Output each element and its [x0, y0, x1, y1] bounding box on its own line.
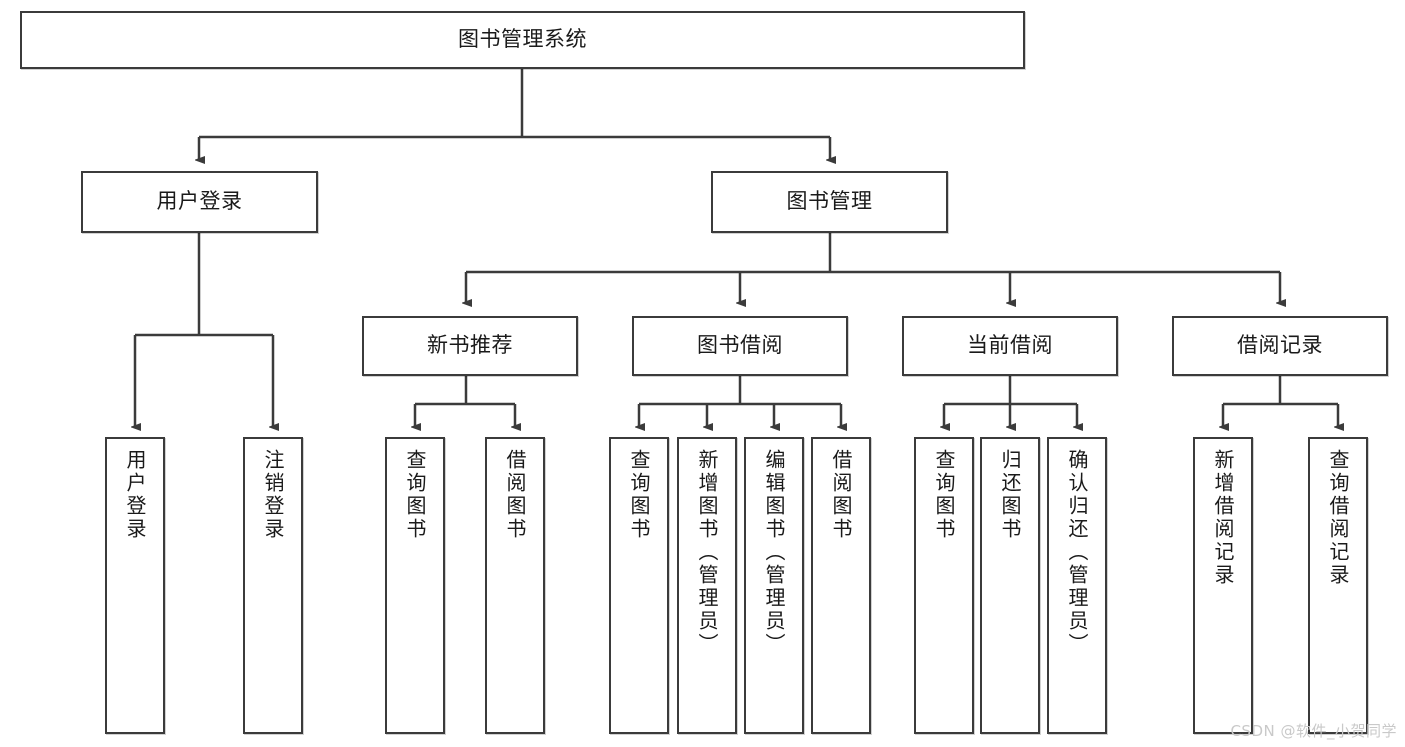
- node-book-management[interactable]: 图书管理: [711, 171, 948, 233]
- leaf-logout[interactable]: 注销登录: [243, 437, 303, 734]
- node-root-label: 图书管理系统: [458, 27, 587, 52]
- node-user-login[interactable]: 用户登录: [81, 171, 318, 233]
- node-root[interactable]: 图书管理系统: [20, 11, 1025, 69]
- leaf-user-login[interactable]: 用户登录: [105, 437, 165, 734]
- csdn-watermark: CSDN @软件_小贺同学: [1230, 722, 1397, 740]
- leaf-query-book-recommend[interactable]: 查询图书: [385, 437, 445, 734]
- leaf-borrow-book-recommend-label: 借阅图书: [503, 449, 527, 541]
- leaf-borrow-book-recommend[interactable]: 借阅图书: [485, 437, 545, 734]
- node-borrow-record-label: 借阅记录: [1237, 333, 1323, 358]
- leaf-return-book[interactable]: 归还图书: [980, 437, 1040, 734]
- leaf-query-book-current[interactable]: 查询图书: [914, 437, 974, 734]
- leaf-add-book-label: 新增图书（管理员）: [695, 449, 719, 656]
- node-current-borrow-label: 当前借阅: [967, 333, 1053, 358]
- leaf-edit-book[interactable]: 编辑图书（管理员）: [744, 437, 804, 734]
- node-borrow-record[interactable]: 借阅记录: [1172, 316, 1388, 376]
- leaf-query-book-current-label: 查询图书: [932, 449, 956, 541]
- leaf-query-book-borrow[interactable]: 查询图书: [609, 437, 669, 734]
- node-new-book-recommend[interactable]: 新书推荐: [362, 316, 578, 376]
- node-new-book-recommend-label: 新书推荐: [427, 333, 513, 358]
- leaf-confirm-return[interactable]: 确认归还（管理员）: [1047, 437, 1107, 734]
- leaf-add-borrow-record[interactable]: 新增借阅记录: [1193, 437, 1253, 734]
- leaf-add-borrow-record-label: 新增借阅记录: [1211, 449, 1235, 587]
- leaf-query-borrow-record-label: 查询借阅记录: [1326, 449, 1350, 587]
- leaf-confirm-return-label: 确认归还（管理员）: [1065, 449, 1089, 656]
- leaf-borrow-book[interactable]: 借阅图书: [811, 437, 871, 734]
- leaf-edit-book-label: 编辑图书（管理员）: [762, 449, 786, 656]
- leaf-logout-label: 注销登录: [261, 449, 285, 541]
- node-book-borrow[interactable]: 图书借阅: [632, 316, 848, 376]
- node-book-management-label: 图书管理: [786, 189, 873, 214]
- node-user-login-label: 用户登录: [156, 189, 243, 214]
- node-book-borrow-label: 图书借阅: [697, 333, 783, 358]
- leaf-user-login-label: 用户登录: [123, 449, 147, 541]
- leaf-add-book[interactable]: 新增图书（管理员）: [677, 437, 737, 734]
- node-current-borrow[interactable]: 当前借阅: [902, 316, 1118, 376]
- leaf-query-book-recommend-label: 查询图书: [403, 449, 427, 541]
- leaf-return-book-label: 归还图书: [998, 449, 1022, 541]
- leaf-query-borrow-record[interactable]: 查询借阅记录: [1308, 437, 1368, 734]
- leaf-borrow-book-label: 借阅图书: [829, 449, 853, 541]
- leaf-query-book-borrow-label: 查询图书: [627, 449, 651, 541]
